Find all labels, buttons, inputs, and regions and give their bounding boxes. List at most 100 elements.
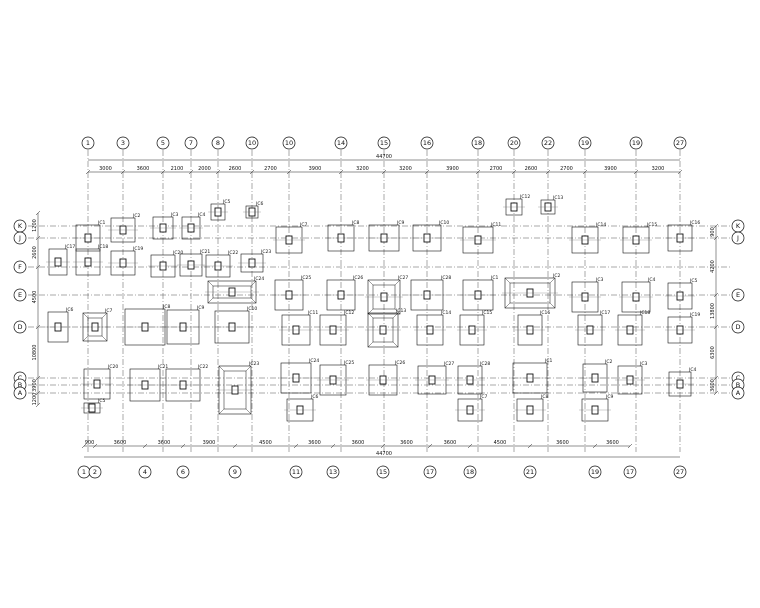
dim-tick (677, 169, 683, 175)
axis-bubble-label: 13 (329, 468, 337, 476)
axis-bubble-circle (420, 136, 434, 150)
footing-label: JC12 (519, 194, 530, 200)
footing-label: JC14 (440, 310, 451, 316)
bottom-axis-bubble: 27 (673, 465, 687, 479)
left-axis-bubble: K (13, 219, 27, 233)
footing-pad: JC23 (238, 249, 271, 273)
footing-label: JC17 (64, 244, 75, 250)
dim-label: 3600 (444, 440, 457, 446)
footing-pad: JC18 (615, 310, 650, 346)
footing-pad: JC26 (366, 360, 405, 396)
footing-label: JC23 (248, 361, 259, 367)
footing-label: JC18 (97, 244, 108, 250)
axis-bubble-label: 9 (233, 468, 237, 476)
footing-label: JC1 (490, 275, 498, 281)
footing-label: JC10 (438, 220, 449, 226)
axis-bubble-label: C (18, 374, 23, 382)
top-axis-bubble: 18 (471, 136, 485, 150)
footing-slope (392, 341, 399, 348)
footing-pad: JC16 (665, 220, 700, 252)
footing-label: JC13 (395, 308, 406, 314)
axis-bubble-circle (673, 465, 687, 479)
footing-label: JC3 (639, 361, 647, 367)
footing-label: JC11 (307, 310, 318, 316)
dim-tick (713, 375, 719, 381)
right-axis-bubble: K (731, 219, 745, 233)
footing-pad: JC11 (279, 310, 318, 346)
axis-bubble-circle (282, 136, 296, 150)
footing-pad: JC15 (457, 310, 492, 346)
dim-tick (713, 223, 719, 229)
axis-bubble-label: 10 (285, 139, 293, 147)
footing-label: JC16 (539, 310, 550, 316)
axis-bubble-label: 27 (676, 468, 684, 476)
axis-bubble-label: E (18, 291, 22, 299)
dim-label: 1200 (32, 219, 38, 232)
axis-bubble-label: A (18, 389, 23, 397)
dim-label: 3900 (604, 166, 617, 172)
footing-slope (101, 312, 108, 319)
dim-label: 3600 (556, 440, 569, 446)
axis-bubble-label: D (735, 323, 740, 331)
axis-bubble-circle (731, 288, 745, 302)
dim-label: 900 (85, 440, 95, 446)
footing-pad: JC5 (81, 398, 105, 414)
footing-slope (367, 279, 374, 286)
axis-bubble-label: 1 (86, 139, 90, 147)
left-axis-bubble: J (13, 231, 27, 245)
footing-pad: JC10 (212, 306, 257, 344)
top-axis-bubble: 19 (578, 136, 592, 150)
dim-tick (85, 169, 91, 175)
dimension-lines (35, 159, 719, 458)
footing-pad: JC7 (80, 308, 112, 342)
footing-slope (207, 297, 214, 304)
dim-tick (467, 443, 473, 449)
dim-tick (627, 443, 633, 449)
dim-label: 1200 (32, 393, 38, 406)
dim-label: 2700 (490, 166, 503, 172)
dim-label: 3600 (710, 379, 716, 392)
top-total-label: 44700 (376, 154, 392, 160)
footing-slope (245, 408, 252, 415)
footing-label: JC20 (172, 250, 183, 256)
axis-bubble-circle (731, 386, 745, 400)
footing-slope (394, 279, 401, 286)
footing-pad: JC1 (510, 358, 552, 394)
dim-label: 3900 (309, 166, 322, 172)
axis-bubble-circle (731, 320, 745, 334)
footing-pad: JC16 (515, 310, 550, 346)
dim-tick (160, 169, 166, 175)
footing-pad: JC12 (503, 194, 530, 216)
top-axis-bubble: 10 (245, 136, 259, 150)
axis-bubble-circle (673, 136, 687, 150)
axis-bubble-label: 15 (380, 139, 388, 147)
footing-label: JC19 (132, 246, 143, 252)
axis-bubble-label: K (736, 222, 741, 230)
dim-label: 3900 (446, 166, 459, 172)
left-axis-bubble: F (13, 260, 27, 274)
bottom-axis-bubble: 18 (463, 465, 477, 479)
axis-bubble-label: J (18, 234, 21, 242)
dim-tick (545, 169, 551, 175)
footing-label: JC15 (646, 222, 657, 228)
footing-label: JC6 (65, 307, 73, 313)
axis-bubble-label: 2 (93, 468, 97, 476)
footing-label: JC9 (196, 305, 204, 311)
footing-slope (549, 302, 556, 309)
bottom-axis-bubble: 17 (423, 465, 437, 479)
axis-bubble-circle (156, 136, 170, 150)
dim-tick (35, 402, 41, 408)
dim-tick (380, 443, 386, 449)
footing-pad: JC2 (502, 273, 560, 309)
footing-label: JC27 (443, 361, 454, 367)
footing-label: JC26 (352, 275, 363, 281)
dim-label: 2600 (229, 166, 242, 172)
axis-bubble-circle (423, 465, 437, 479)
top-axis-bubble: 3 (116, 136, 130, 150)
footing-label: JC28 (479, 361, 490, 367)
top-axis-bubble: 7 (184, 136, 198, 150)
footing-slope (207, 280, 214, 287)
footing-pad: JC27 (415, 361, 454, 395)
footing-label: JC6 (255, 201, 263, 207)
